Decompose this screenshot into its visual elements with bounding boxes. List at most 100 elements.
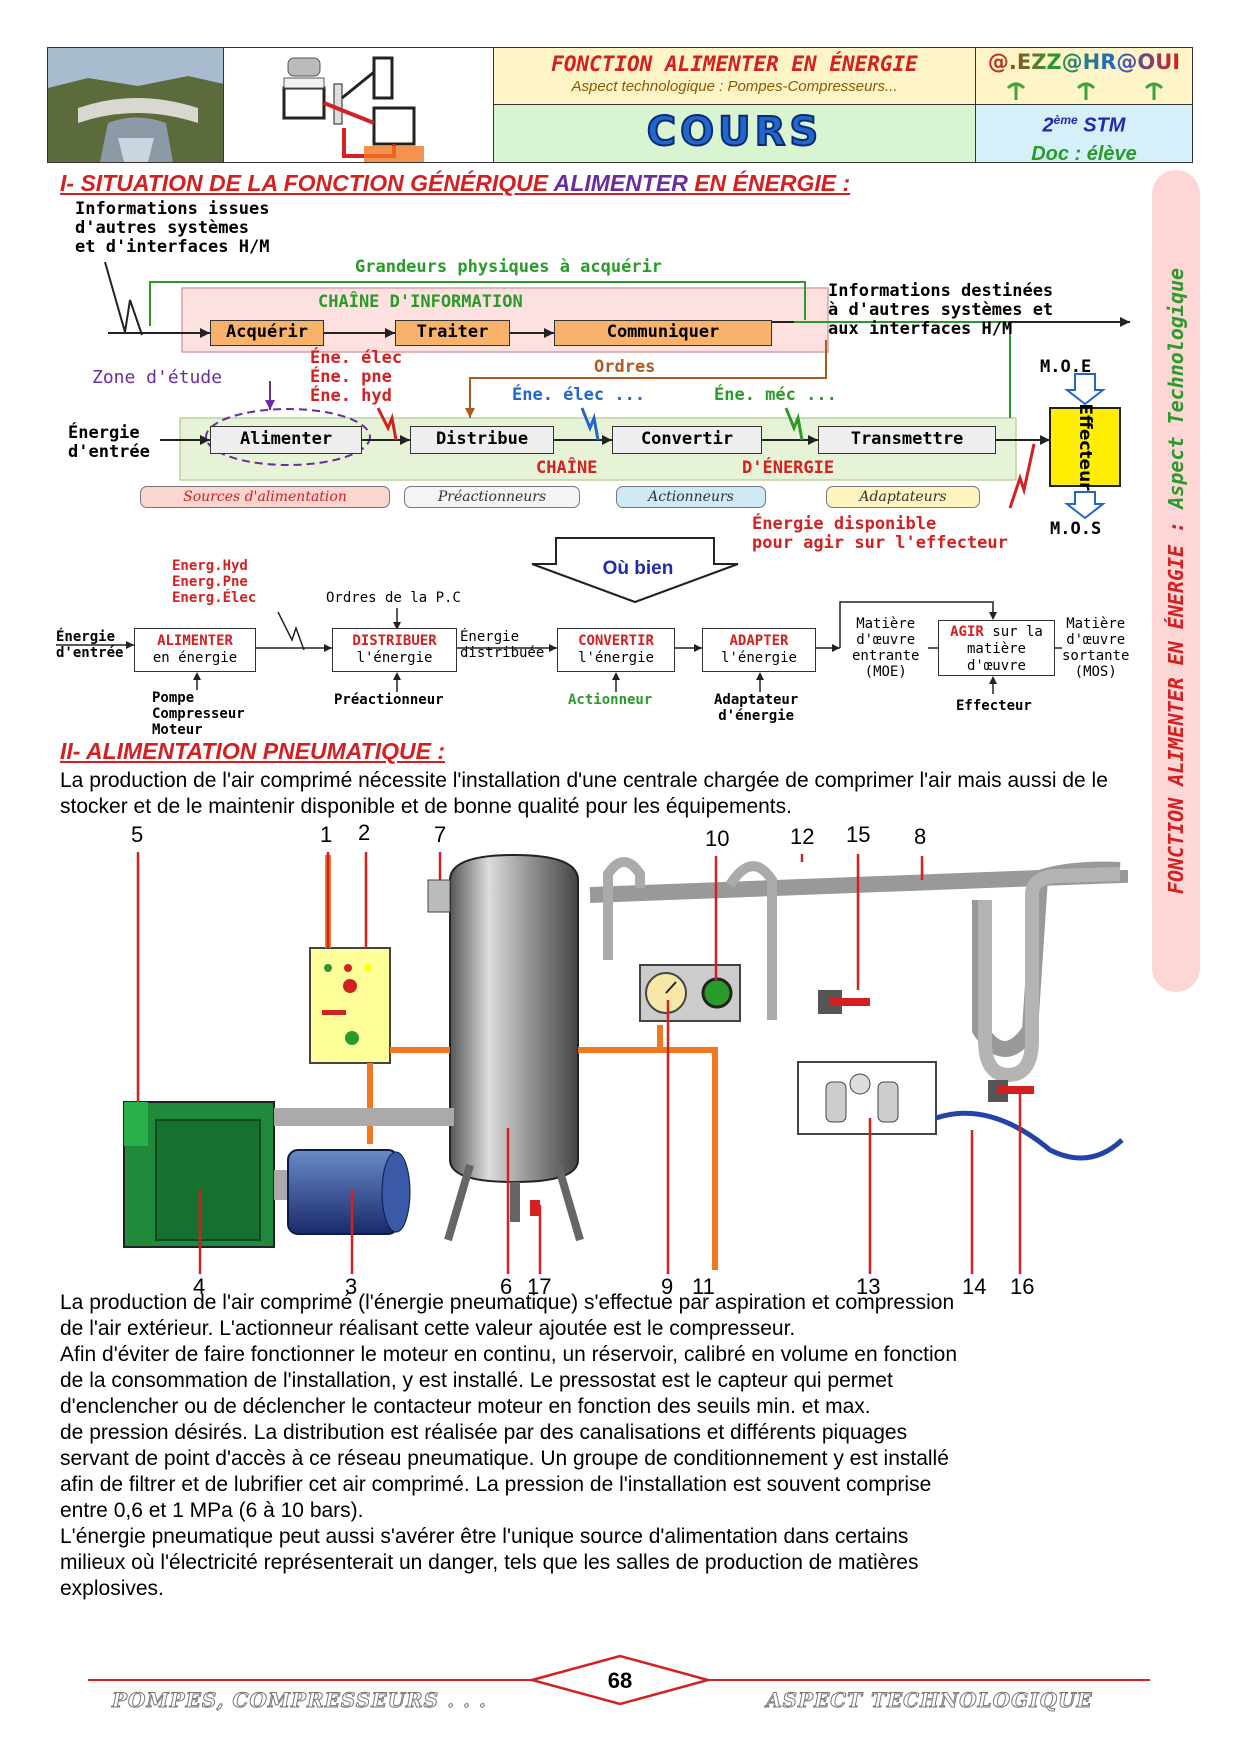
adaptateurs-pill: Adaptateurs <box>826 486 980 508</box>
pompe-label: Pompe Compresseur Moteur <box>152 690 245 738</box>
section1-title-b: ALIMENTER <box>553 170 688 196</box>
body-line: de la consommation de l'installation, y … <box>60 1369 893 1392</box>
class-sup: ème <box>1053 113 1078 127</box>
energy-distributed-label: Énergie distribuée <box>460 629 545 661</box>
d2-distribuer-text: l'énergie <box>356 650 433 666</box>
class-name: STM <box>1077 114 1126 137</box>
d2-agir-text: sur la matière d'œuvre <box>966 624 1043 674</box>
body-line: Afin d'éviter de faire fonctionner le mo… <box>60 1343 958 1366</box>
distribue-box: Distribue <box>410 426 554 454</box>
energy-chain-label-b: D'ÉNERGIE <box>742 458 835 478</box>
callout-5: 5 <box>131 822 144 847</box>
footer-right: ASPECT TECHNOLOGIQUE <box>766 1688 1093 1713</box>
d2-convertir-text: l'énergie <box>578 650 654 666</box>
dam-image <box>48 48 223 162</box>
alimenter-box: Alimenter <box>210 426 362 454</box>
energy-chain-label-a: CHAÎNE <box>536 458 598 478</box>
callout-12: 12 <box>790 824 815 849</box>
callout-2: 2 <box>358 820 371 845</box>
adaptateur-label: Adaptateur d'énergie <box>714 692 799 724</box>
callout-7: 7 <box>434 822 447 847</box>
d2-mos-label: Matière d'œuvre sortante (MOS) <box>1062 616 1130 680</box>
energ-list-label: Energ.Hyd Energ.Pne Energ.Élec <box>172 558 257 606</box>
author-name: @.EZZ@HR@OUI <box>976 50 1192 74</box>
sources-pill: Sources d'alimentation <box>140 486 390 508</box>
d2-energy-input-label: Énergie d'entrée <box>56 629 124 661</box>
callout-6: 6 <box>500 1274 513 1299</box>
traiter-box: Traiter <box>395 320 510 346</box>
d2-convertir-key: CONVERTIR <box>578 633 654 649</box>
class-label: 2ème STM <box>976 107 1192 139</box>
ordres-label: Ordres <box>594 357 656 377</box>
header-table: FONCTION ALIMENTER EN ÉNERGIE Aspect tec… <box>47 47 1193 165</box>
body-line: afin de filtrer et de lubrifier cet air … <box>60 1473 932 1496</box>
info-out-label: Informations destinées à d'autres systèm… <box>828 281 1054 339</box>
callout-17: 17 <box>527 1274 552 1299</box>
body-line: servant de point d'accès à ce réseau pne… <box>60 1447 949 1470</box>
mechanism-illustration <box>224 48 494 162</box>
d2-agir-box: AGIR sur la matière d'œuvre <box>938 620 1055 676</box>
section1-title: I- SITUATION DE LA FONCTION GÉNÉRIQUE AL… <box>60 170 850 197</box>
preact-pill: Préactionneurs <box>404 486 580 508</box>
callout-14: 14 <box>962 1274 987 1299</box>
d2-alimenter-text: en énergie <box>152 650 238 666</box>
actionneurs-pill: Actionneurs <box>616 486 766 508</box>
callout-10: 10 <box>705 826 730 851</box>
callout-9: 9 <box>661 1274 674 1299</box>
callout-11: 11 <box>692 1274 715 1299</box>
actionneur-label: Actionneur <box>568 692 653 708</box>
mos-label: M.O.S <box>1050 519 1102 539</box>
energy-types-label: Éne. élec Éne. pne Éne. hyd <box>310 348 403 406</box>
cours-cell: COURS <box>494 105 976 162</box>
info-in-text: Informations issues d'autres systèmes et… <box>75 199 270 257</box>
moe-label: M.O.E <box>1040 357 1092 377</box>
body-line: explosives. <box>60 1577 164 1600</box>
body-line: d'enclencher ou de déclencher le contact… <box>60 1395 871 1418</box>
class-number: 2 <box>1042 114 1054 137</box>
callout-16: 16 <box>1010 1274 1035 1299</box>
d2-moe-label: Matière d'œuvre entrante (MOE) <box>852 616 920 680</box>
d2-distribuer-key: DISTRIBUER <box>352 633 437 649</box>
energy-input-label: Énergie d'entrée <box>68 423 150 462</box>
info-chain-label: CHAÎNE D'INFORMATION <box>318 292 523 312</box>
section2-body: La production de l'air comprimé (l'énerg… <box>60 1290 1150 1602</box>
page-number: 68 <box>607 1668 633 1693</box>
callout-8: 8 <box>914 824 927 849</box>
convertir-box: Convertir <box>612 426 762 454</box>
body-line: L'énergie pneumatique peut aussi s'avére… <box>60 1525 909 1548</box>
body-line: entre 0,6 et 1 MPa (6 à 10 bars). <box>60 1499 364 1522</box>
title-cell: FONCTION ALIMENTER EN ÉNERGIE Aspect tec… <box>494 48 976 105</box>
class-cell: 2ème STM Doc : élève <box>976 105 1192 165</box>
callout-1: 1 <box>320 822 333 847</box>
transmettre-box: Transmettre <box>818 426 996 454</box>
d2-agir-key: AGIR <box>950 624 984 640</box>
section1-title-c: EN ÉNERGIE : <box>687 170 851 196</box>
author-cell: @.EZZ@HR@OUI <box>976 48 1192 105</box>
d2-adapter-text: l'énergie <box>721 650 797 666</box>
ene-mec-label: Éne. méc ... <box>714 385 837 405</box>
ene-elec-label: Éne. élec ... <box>512 385 646 405</box>
d2-adapter-key: ADAPTER <box>729 633 789 649</box>
callout-3: 3 <box>345 1274 358 1299</box>
energy-available-label: Énergie disponible pour agir sur l'effec… <box>752 514 1008 553</box>
acquerir-box: Acquérir <box>210 320 324 346</box>
callout-15: 15 <box>846 822 871 847</box>
info-in-label: Informations issues d'autres systèmes et… <box>75 200 269 257</box>
d2-effecteur-label: Effecteur <box>956 698 1032 714</box>
plant-icons <box>1006 82 1164 100</box>
zone-label: Zone d'étude <box>92 367 223 388</box>
ou-bien-label: Où bien <box>602 558 674 579</box>
ordres-pc-label: Ordres de la P.C <box>326 590 461 606</box>
section1-title-a: I- SITUATION DE LA FONCTION GÉNÉRIQUE <box>60 170 554 196</box>
communiquer-box: Communiquer <box>554 320 772 346</box>
grandeurs-label: Grandeurs physiques à acquérir <box>355 257 663 277</box>
side-band <box>1152 170 1200 992</box>
section2-intro: La production de l'air comprimé nécessit… <box>60 769 1108 818</box>
callout-4: 4 <box>193 1274 206 1299</box>
